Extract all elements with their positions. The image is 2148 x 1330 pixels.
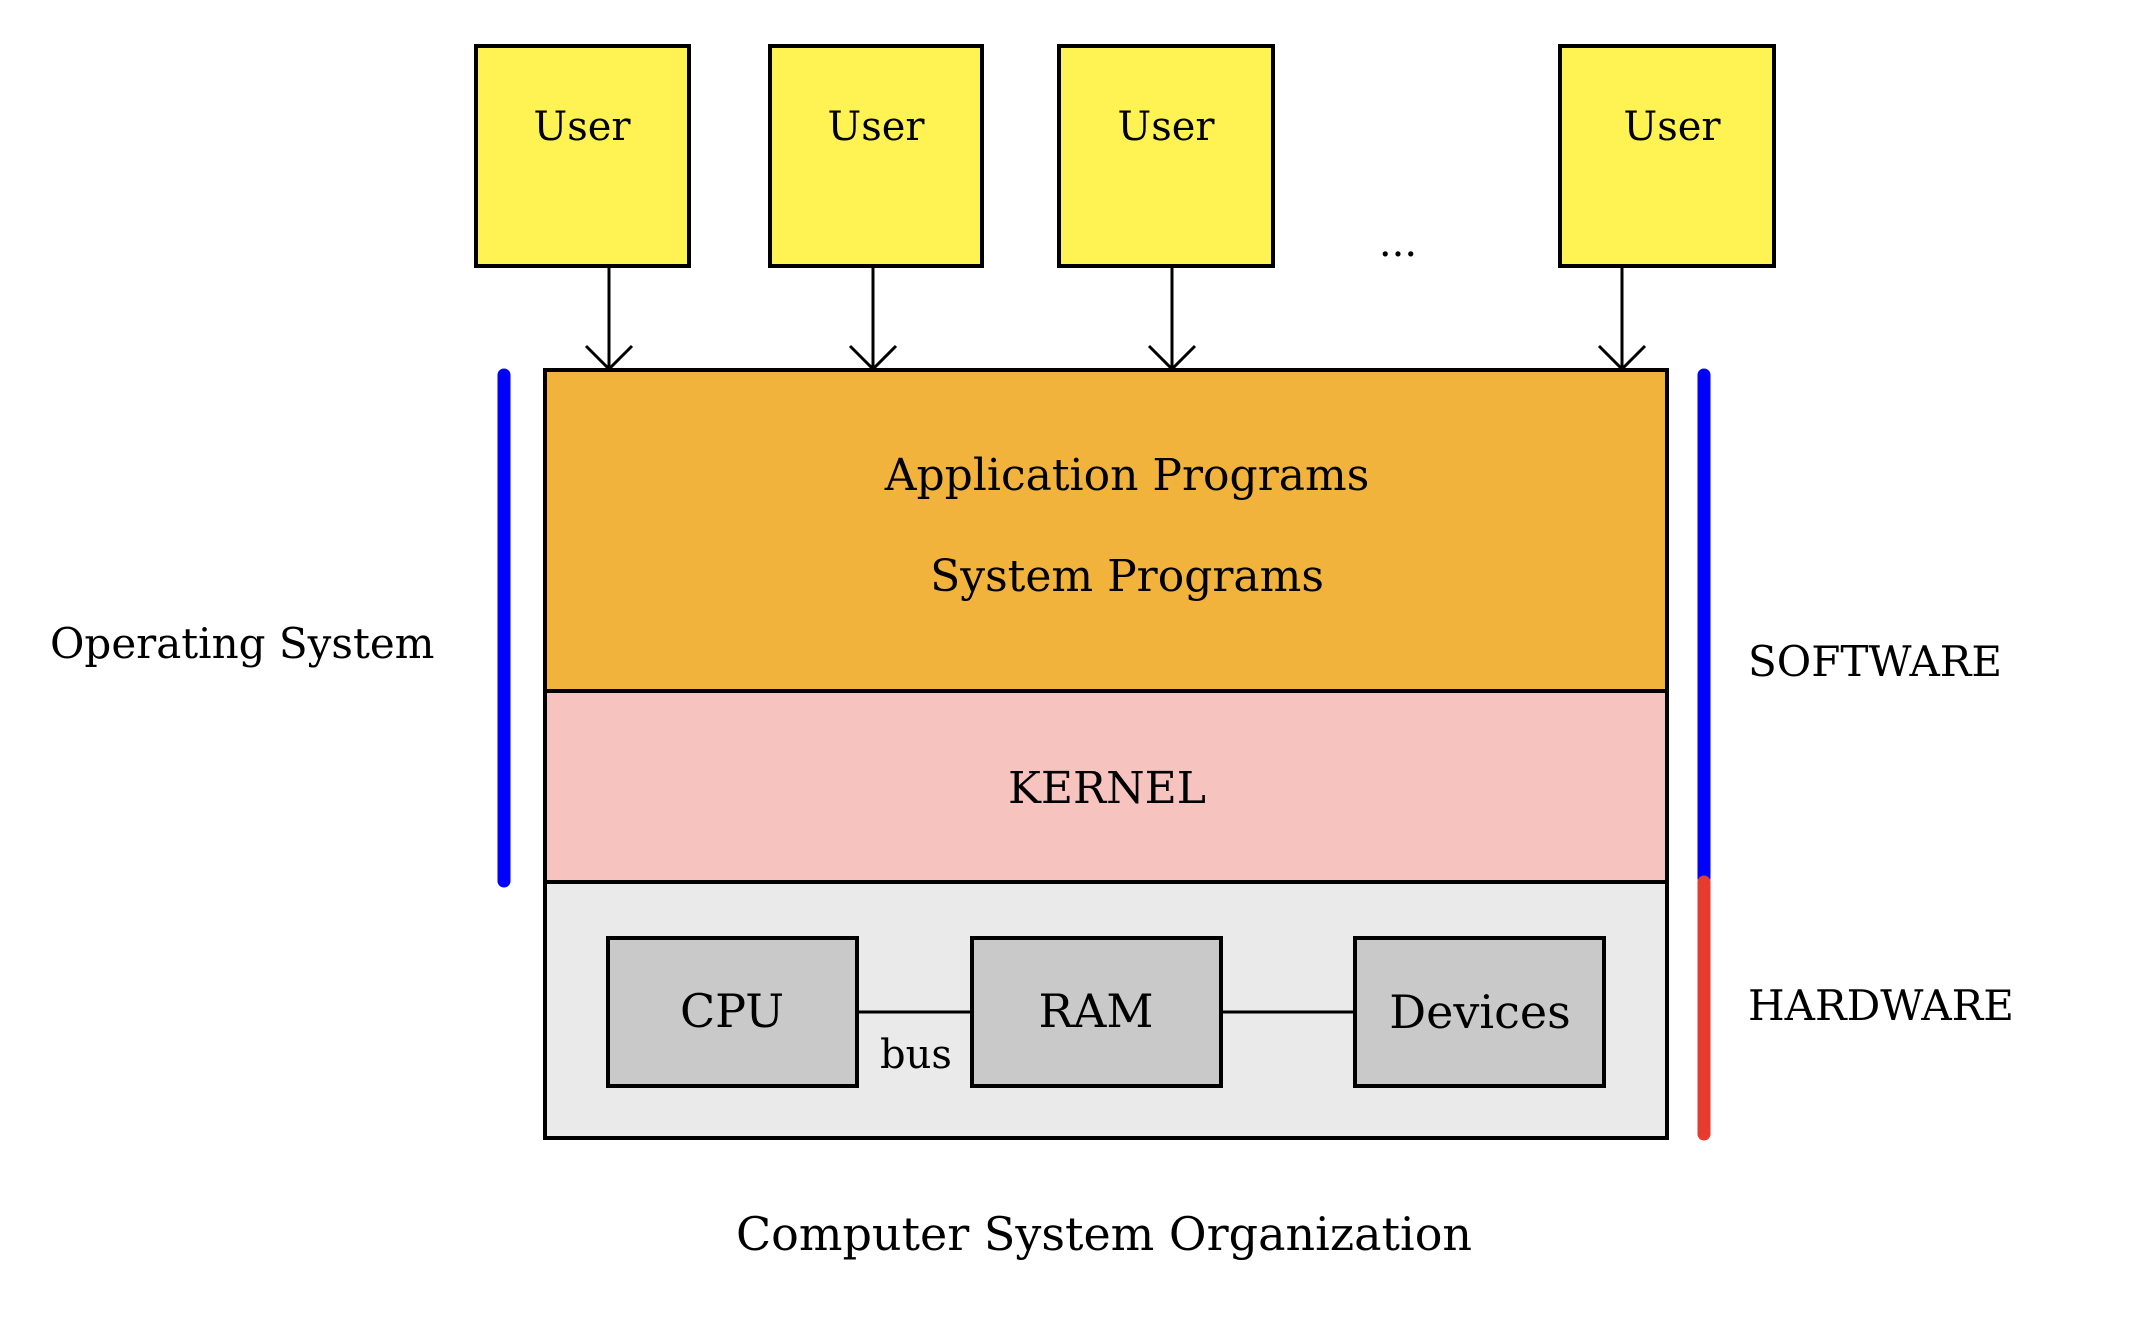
user-box: User (1057, 44, 1275, 268)
arrow-icon (1147, 266, 1197, 372)
user-box-rect (1558, 44, 1776, 268)
user-label: User (1117, 104, 1215, 150)
hardware-label: HARDWARE (1748, 981, 2014, 1030)
user-label: User (533, 104, 631, 150)
system-programs-label: System Programs (930, 551, 1324, 602)
devices-label: Devices (1389, 985, 1570, 1039)
software-label: SOFTWARE (1748, 637, 2002, 686)
user-box: User (1558, 44, 1776, 268)
kernel-layer (545, 690, 1667, 881)
bus-label: bus (880, 1032, 952, 1078)
ram-label: RAM (1039, 984, 1154, 1038)
user-arrows (584, 266, 1647, 372)
arrow-icon (1597, 266, 1647, 372)
diagram-title: Computer System Organization (736, 1207, 1472, 1261)
ram-box (970, 936, 1223, 1088)
cpu-label: CPU (680, 984, 784, 1038)
application-programs-label: Application Programs (884, 450, 1370, 501)
user-box-rect (768, 44, 984, 268)
devices-box (1353, 936, 1606, 1088)
arrow-icon (848, 266, 898, 372)
user-box-rect (474, 44, 691, 268)
user-label: User (1623, 104, 1721, 150)
user-label: User (827, 104, 925, 150)
cpu-box (606, 936, 859, 1088)
programs-layer (545, 370, 1667, 690)
kernel-label: KERNEL (1008, 763, 1206, 814)
user-box: User (474, 44, 691, 268)
main-stack-border (543, 368, 1669, 1140)
operating-system-label: Operating System (50, 619, 435, 668)
user-box-rect (1057, 44, 1275, 268)
user-box: User (768, 44, 984, 268)
more-users-ellipsis: ... (1379, 220, 1417, 266)
arrow-icon (584, 266, 634, 372)
